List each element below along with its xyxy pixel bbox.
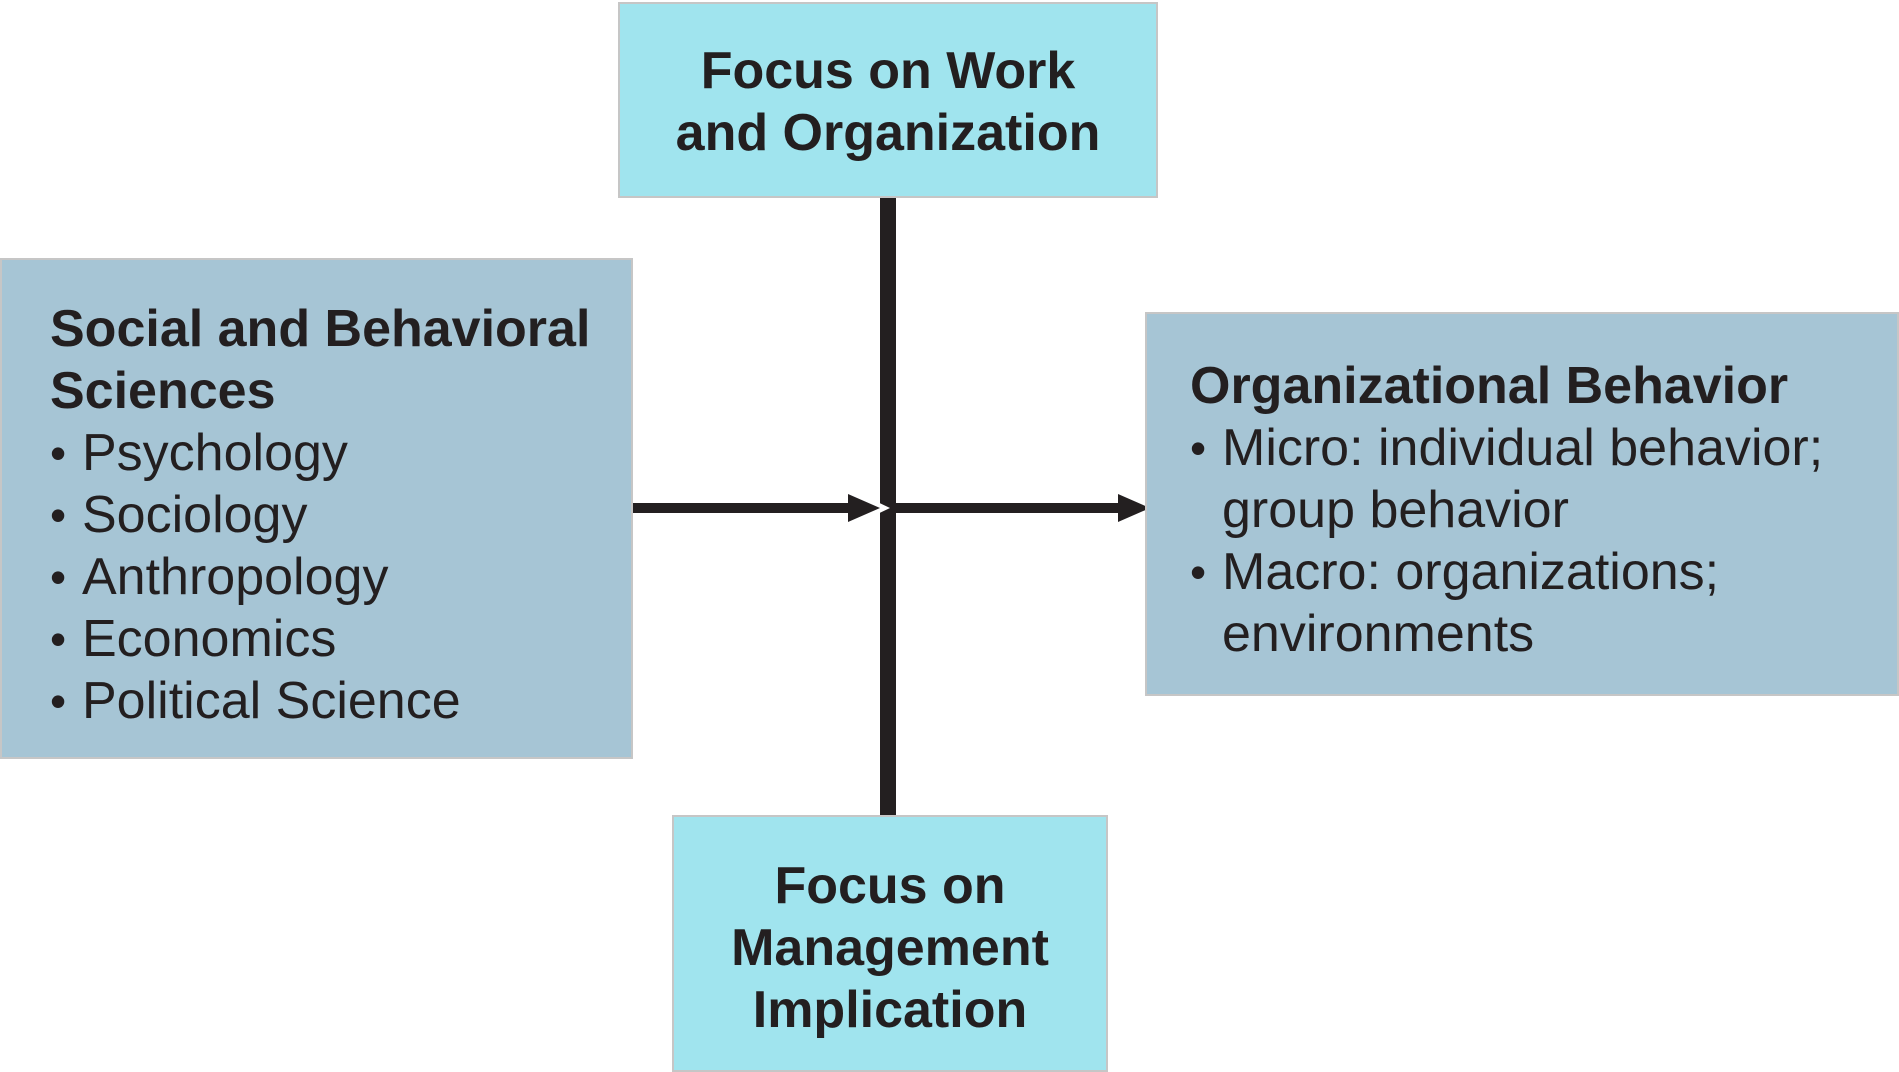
bullet-label: Political Science <box>82 672 461 730</box>
list-item: • Anthropology <box>50 546 611 608</box>
bullet-icon: • <box>50 613 67 665</box>
right-box-title: Organizational Behavior <box>1190 357 1789 415</box>
left-box-title-line1: Social and Behavioral <box>50 300 591 358</box>
top-box-line1: Focus on Work <box>700 42 1076 100</box>
bullet-label: Economics <box>82 610 337 668</box>
right-box-arrowhead-icon <box>1118 494 1150 522</box>
bottom-box-line3: Implication <box>752 981 1028 1039</box>
left-box-social-behavioral-sciences: Social and Behavioral Sciences • Psychol… <box>0 258 633 759</box>
bullet-line: Macro: organizations; <box>1222 543 1720 601</box>
bullet-icon: • <box>1190 546 1207 598</box>
bottom-box-line1: Focus on <box>774 857 1006 915</box>
list-item: • Economics <box>50 608 611 670</box>
bullet-line: environments <box>1222 605 1535 663</box>
list-item: • Micro: individual behavior;group behav… <box>1190 417 1887 541</box>
bullet-icon: • <box>50 551 67 603</box>
right-box-bullet-list: • Micro: individual behavior;group behav… <box>1190 417 1887 665</box>
bullet-label: Anthropology <box>82 548 389 606</box>
bullet-icon: • <box>50 489 67 541</box>
bullet-icon: • <box>50 427 67 479</box>
list-item: • Sociology <box>50 484 611 546</box>
bullet-line: group behavior <box>1222 481 1569 539</box>
list-item: • Psychology <box>50 422 611 484</box>
bullet-label: Macro: organizations;environments <box>1222 541 1887 665</box>
left-box-bullet-list: • Psychology • Sociology • Anthropology … <box>50 422 611 732</box>
bottom-box-focus-management-implication: Focus on Management Implication <box>672 815 1108 1072</box>
list-item: • Macro: organizations;environments <box>1190 541 1887 665</box>
center-right-arrowhead-icon <box>848 494 880 522</box>
horizontal-arrow-right-segment <box>896 503 1124 513</box>
left-box-title-line2: Sciences <box>50 362 276 420</box>
bullet-icon: • <box>1190 422 1207 474</box>
bullet-line: Micro: individual behavior; <box>1222 419 1824 477</box>
bullet-label: Sociology <box>82 486 308 544</box>
list-item: • Political Science <box>50 670 611 732</box>
top-box-line2: and Organization <box>675 104 1101 162</box>
bottom-box-line2: Management <box>731 919 1049 977</box>
top-box-focus-work-organization: Focus on Work and Organization <box>618 2 1158 198</box>
horizontal-arrow-left-segment <box>632 503 852 513</box>
bullet-label: Psychology <box>82 424 348 482</box>
bullet-icon: • <box>50 675 67 727</box>
right-box-organizational-behavior: Organizational Behavior • Micro: individ… <box>1145 312 1899 696</box>
bullet-label: Micro: individual behavior;group behavio… <box>1222 417 1887 541</box>
